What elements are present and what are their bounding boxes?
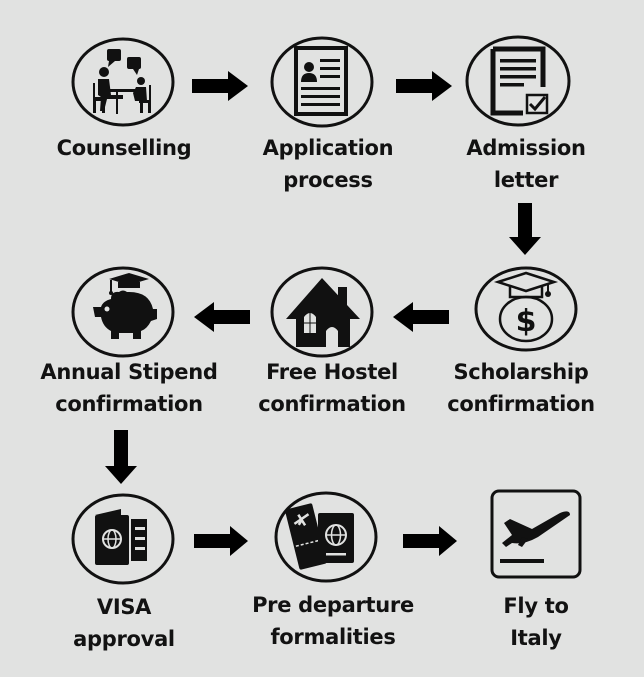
step-label-line1: Annual Stipend — [40, 360, 218, 384]
step-label-predeparture: Pre departure formalities — [233, 589, 433, 653]
step-label-line1: Fly to — [503, 594, 569, 618]
passport-ticket-icon — [274, 491, 378, 583]
arrow-down-1 — [509, 203, 541, 255]
step-label-line2: Italy — [510, 626, 562, 650]
step-label-stipend: Annual Stipend confirmation — [29, 356, 229, 420]
application-form-icon — [270, 36, 374, 128]
step-label-line1: Counselling — [56, 136, 192, 160]
step-label-line2: confirmation — [258, 392, 406, 416]
arrow-right-4 — [403, 526, 457, 556]
step-label-line1: Pre departure — [252, 593, 414, 617]
step-label-line2: letter — [493, 168, 559, 192]
step-label-hostel: Free Hostel confirmation — [232, 356, 432, 420]
arrow-right-2 — [396, 71, 452, 101]
admission-letter-icon — [465, 35, 571, 127]
step-label-line2: process — [283, 168, 373, 192]
step-label-application: Application process — [228, 132, 428, 196]
piggy-bank-graduation-icon — [71, 265, 175, 359]
house-icon — [270, 265, 374, 359]
step-label-admission: Admission letter — [426, 132, 626, 196]
step-label-line2: confirmation — [55, 392, 203, 416]
step-label-line1: Admission — [466, 136, 586, 160]
arrow-right-1 — [192, 71, 248, 101]
arrow-left-2 — [194, 302, 250, 332]
step-label-line1: VISA — [96, 595, 152, 619]
step-label-line2: formalities — [270, 625, 396, 649]
step-label-visa: VISA approval — [24, 591, 224, 655]
arrow-left-1 — [393, 302, 449, 332]
step-label-line1: Scholarship — [453, 360, 589, 384]
arrow-down-2 — [105, 430, 137, 484]
svg-text:$: $ — [516, 304, 537, 339]
counselling-icon — [71, 37, 175, 127]
scholarship-money-bag-icon: $ — [474, 265, 578, 353]
step-label-line1: Application — [262, 136, 394, 160]
arrow-right-3 — [194, 526, 248, 556]
step-label-fly: Fly to Italy — [436, 590, 636, 654]
step-label-line2: approval — [73, 627, 175, 651]
step-label-counselling: Counselling — [24, 132, 224, 164]
step-label-line2: confirmation — [447, 392, 595, 416]
step-label-scholarship: Scholarship confirmation — [421, 356, 621, 420]
passport-icon — [71, 493, 175, 585]
step-label-line1: Free Hostel — [266, 360, 398, 384]
airplane-departure-icon — [490, 489, 582, 579]
